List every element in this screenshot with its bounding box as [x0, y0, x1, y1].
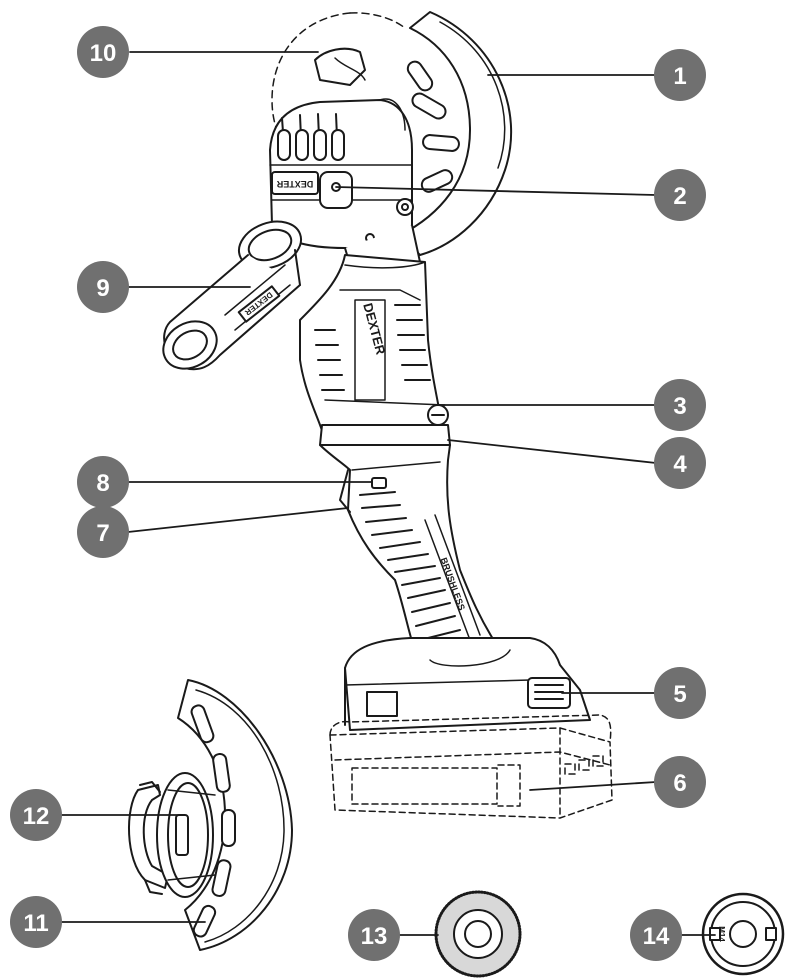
callout-2: 2 — [654, 169, 706, 221]
callout-10: 10 — [77, 26, 129, 78]
svg-text:10: 10 — [90, 40, 117, 67]
cutting-disc — [271, 12, 406, 183]
wheel-guard — [399, 11, 513, 256]
leader-lines — [61, 51, 716, 936]
callout-13: 13 — [348, 909, 400, 961]
callout-9: 9 — [77, 261, 129, 313]
callout-14: 14 — [630, 909, 682, 961]
svg-text:5: 5 — [673, 681, 686, 708]
spare-guard — [177, 679, 293, 951]
svg-text:1: 1 — [673, 63, 686, 90]
svg-text:7: 7 — [96, 520, 109, 547]
svg-text:3: 3 — [673, 393, 686, 420]
head-brand-text: DEXTER — [276, 179, 313, 189]
svg-text:13: 13 — [361, 923, 388, 950]
callout-6: 6 — [654, 756, 706, 808]
side-handle — [162, 220, 302, 371]
lock-nut — [701, 892, 785, 976]
callout-11: 11 — [10, 896, 62, 948]
lock-off-button — [371, 477, 387, 489]
svg-text:14: 14 — [643, 923, 670, 950]
svg-text:2: 2 — [673, 183, 686, 210]
callout-8: 8 — [77, 456, 129, 508]
callout-3: 3 — [654, 379, 706, 431]
battery-mount — [344, 637, 591, 731]
svg-text:9: 9 — [96, 275, 109, 302]
svg-text:8: 8 — [96, 470, 109, 497]
callout-1: 1 — [654, 49, 706, 101]
callout-5: 5 — [654, 667, 706, 719]
svg-text:4: 4 — [673, 451, 687, 478]
gear-head — [269, 47, 421, 266]
inner-flange — [434, 890, 522, 978]
main-handle — [319, 444, 501, 661]
nut-marking-text: M14 — [717, 926, 726, 942]
svg-text:11: 11 — [23, 910, 48, 937]
battery-pack — [329, 714, 613, 819]
callout-12: 12 — [10, 789, 62, 841]
svg-text:6: 6 — [673, 770, 686, 797]
motor-housing — [299, 254, 451, 446]
callout-4: 4 — [654, 437, 706, 489]
callout-badges: 10 1 2 9 3 4 8 7 5 6 12 11 13 14 — [10, 26, 706, 961]
svg-text:12: 12 — [23, 803, 50, 830]
callout-7: 7 — [77, 506, 129, 558]
guard-clamp — [127, 772, 216, 898]
